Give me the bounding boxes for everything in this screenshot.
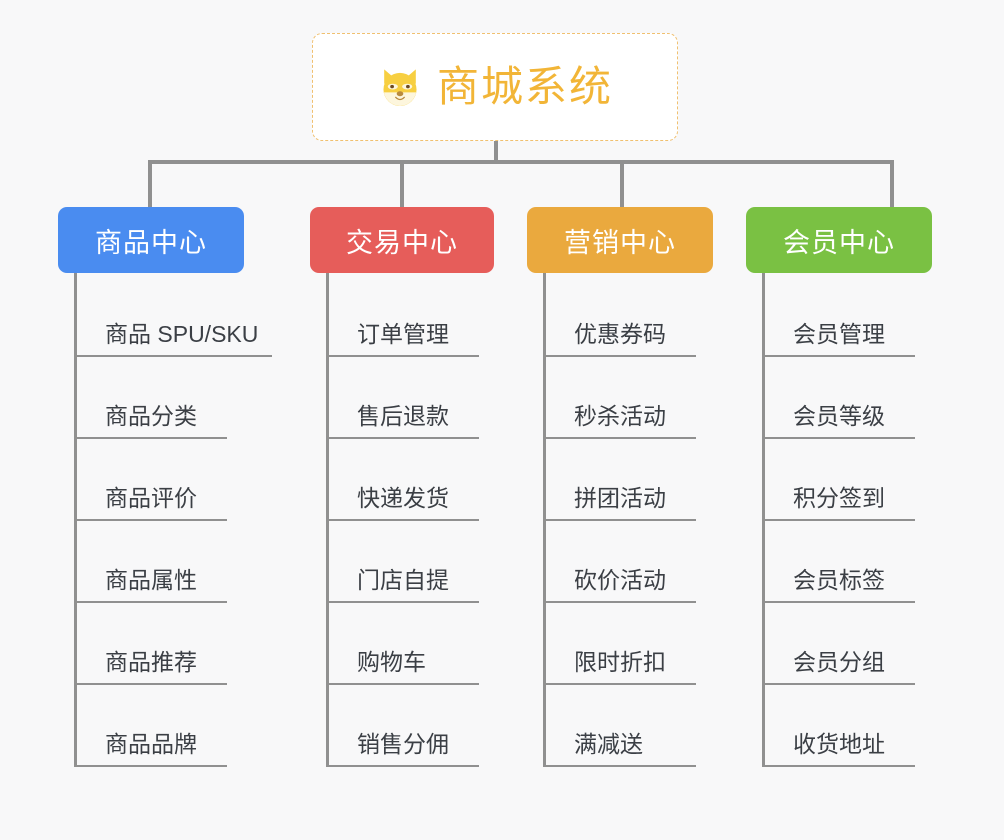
leaf-item[interactable]: 会员分组: [765, 643, 915, 685]
leaf-item[interactable]: 商品品牌: [77, 725, 227, 767]
leaf-item[interactable]: 售后退款: [329, 397, 479, 439]
leaf-item[interactable]: 商品 SPU/SKU: [77, 315, 273, 357]
connector-drop-1: [148, 160, 152, 208]
leaf-item[interactable]: 秒杀活动: [546, 397, 696, 439]
branch-body-4: 会员管理 会员等级 积分签到 会员标签 会员分组 收货地址: [762, 273, 932, 767]
leaf-item[interactable]: 商品推荐: [77, 643, 227, 685]
leaf-item[interactable]: 商品分类: [77, 397, 227, 439]
spacer: [765, 521, 932, 561]
leaf-item[interactable]: 销售分佣: [329, 725, 479, 767]
leaf-item[interactable]: 门店自提: [329, 561, 479, 603]
spacer: [77, 439, 272, 479]
leaf-item[interactable]: 会员管理: [765, 315, 915, 357]
branch-header-label-2: 交易中心: [346, 227, 458, 258]
branch-会员中心: 会员中心 会员管理 会员等级 积分签到 会员标签 会员分组 收货地址: [746, 207, 932, 767]
root-title: 商城系统: [436, 63, 613, 110]
spacer: [77, 685, 272, 725]
leaf-item[interactable]: 收货地址: [765, 725, 915, 767]
leaf-item[interactable]: 满减送: [546, 725, 696, 767]
leaf-item[interactable]: 商品属性: [77, 561, 227, 603]
leaf-item[interactable]: 订单管理: [329, 315, 479, 357]
branch-body-2: 订单管理 售后退款 快递发货 门店自提 购物车 销售分佣: [326, 273, 494, 767]
spacer: [546, 603, 713, 643]
spacer: [765, 439, 932, 479]
spacer: [546, 357, 713, 397]
leaf-item[interactable]: 购物车: [329, 643, 479, 685]
spacer: [77, 603, 272, 643]
spacer: [329, 521, 494, 561]
spacer: [765, 603, 932, 643]
spacer: [546, 439, 713, 479]
spacer: [329, 603, 494, 643]
branch-header-1[interactable]: 商品中心: [58, 207, 244, 273]
spacer: [329, 439, 494, 479]
spacer: [765, 685, 932, 725]
leaf-item[interactable]: 限时折扣: [546, 643, 696, 685]
spacer: [329, 357, 494, 397]
spacer: [765, 273, 932, 315]
branch-header-label-4: 会员中心: [783, 227, 895, 258]
leaf-item[interactable]: 商品评价: [77, 479, 227, 521]
leaf-item[interactable]: 积分签到: [765, 479, 915, 521]
branch-header-2[interactable]: 交易中心: [310, 207, 494, 273]
spacer: [329, 685, 494, 725]
branch-营销中心: 营销中心 优惠券码 秒杀活动 拼团活动 砍价活动 限时折扣 满减送: [527, 207, 713, 767]
spacer: [77, 357, 272, 397]
connector-drop-4: [890, 160, 894, 208]
connector-drop-3: [620, 160, 624, 208]
branch-商品中心: 商品中心 商品 SPU/SKU 商品分类 商品评价 商品属性 商品推荐 商品品牌: [58, 207, 273, 767]
spacer: [77, 521, 272, 561]
leaf-item[interactable]: 砍价活动: [546, 561, 696, 603]
root-node[interactable]: 商城系统: [312, 33, 678, 141]
spacer: [77, 273, 272, 315]
connector-drop-2: [400, 160, 404, 208]
shiba-dog-icon: [377, 65, 423, 111]
branch-header-label-1: 商品中心: [95, 227, 207, 258]
leaf-item[interactable]: 拼团活动: [546, 479, 696, 521]
spacer: [546, 273, 713, 315]
branch-交易中心: 交易中心 订单管理 售后退款 快递发货 门店自提 购物车 销售分佣: [310, 207, 494, 767]
connector-root-stem: [494, 141, 498, 164]
branch-body-1: 商品 SPU/SKU 商品分类 商品评价 商品属性 商品推荐 商品品牌: [74, 273, 273, 767]
spacer: [765, 357, 932, 397]
branch-header-3[interactable]: 营销中心: [527, 207, 713, 273]
leaf-item[interactable]: 会员标签: [765, 561, 915, 603]
branch-header-4[interactable]: 会员中心: [746, 207, 932, 273]
leaf-item[interactable]: 快递发货: [329, 479, 479, 521]
spacer: [546, 685, 713, 725]
connector-horizontal-bus: [148, 160, 894, 164]
leaf-item[interactable]: 会员等级: [765, 397, 915, 439]
branch-header-label-3: 营销中心: [564, 227, 676, 258]
branch-body-3: 优惠券码 秒杀活动 拼团活动 砍价活动 限时折扣 满减送: [543, 273, 713, 767]
spacer: [546, 521, 713, 561]
spacer: [329, 273, 494, 315]
leaf-item[interactable]: 优惠券码: [546, 315, 696, 357]
